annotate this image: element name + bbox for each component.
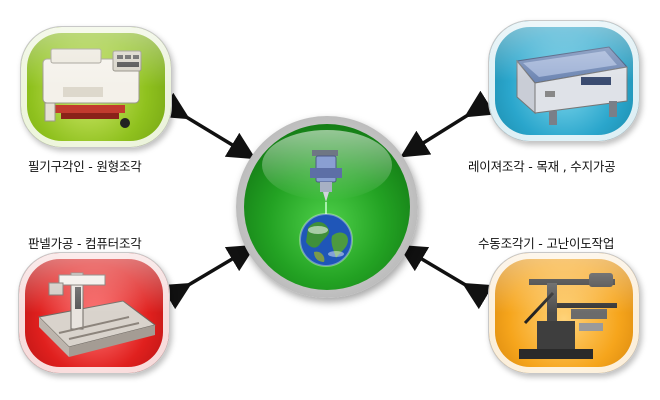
- pen-engraving-machine-icon: [42, 48, 142, 128]
- arrow-bottom-left: [160, 244, 257, 310]
- center-hub: [236, 116, 418, 298]
- caption-laser-engraving: 레이져조각 - 목재 , 수지가공: [468, 159, 616, 174]
- engraving-spindle-over-globe-icon: [299, 150, 353, 267]
- tile-manual-engraver: [488, 252, 640, 374]
- arrow-bottom-right: [397, 244, 494, 310]
- caption-manual-engraver: 수동조각기 - 고난이도작업: [478, 236, 615, 251]
- center-hub-face: [244, 124, 410, 290]
- caption-panel-cnc: 판넬가공 - 컴퓨터조각: [28, 236, 142, 251]
- tile-laser-engraving: [488, 20, 640, 142]
- arrow-top-left: [158, 92, 256, 160]
- cnc-panel-router-icon: [37, 272, 157, 357]
- caption-pen-engraving: 필기구각인 - 원형조각: [28, 159, 142, 174]
- arrow-top-right: [400, 90, 496, 158]
- tile-pen-engraving: [20, 26, 172, 148]
- laser-engraver-icon: [516, 46, 628, 125]
- tile-panel-cnc: [18, 252, 170, 374]
- manual-pantograph-engraver-icon: [519, 273, 617, 359]
